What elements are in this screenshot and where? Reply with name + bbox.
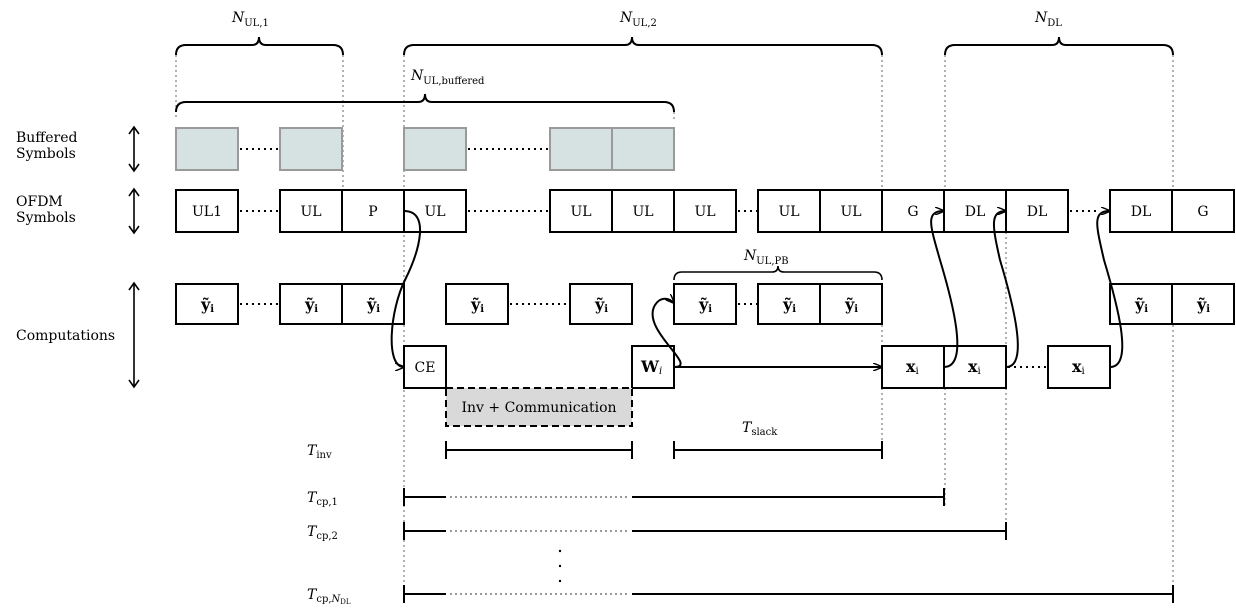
- t-cpN-label: Tcp,NDL: [307, 587, 351, 606]
- ofdm-symbol-box: [819, 189, 883, 233]
- ofdm-symbol-label: DL: [1027, 204, 1048, 220]
- y-label: ỹi: [366, 295, 380, 315]
- x2-to-dl-arrow: [992, 211, 1019, 368]
- label-n-ul2: NUL,2: [619, 10, 657, 29]
- double-arrow-icon: [128, 187, 140, 235]
- ofdm-symbol-label: UL: [300, 204, 321, 220]
- y-box: [819, 283, 883, 325]
- buffered-symbol: [549, 127, 613, 171]
- t-cp1-label: Tcp,1: [307, 490, 338, 508]
- top-braces: [175, 36, 1174, 281]
- y-boxes: [175, 283, 1235, 325]
- ofdm-symbol-label: G: [1197, 204, 1208, 220]
- t-slack-bar: [673, 441, 883, 459]
- row-label-computations: Computations: [16, 328, 115, 344]
- y-box: [175, 283, 239, 325]
- x-label: xi: [968, 357, 981, 377]
- ofdm-symbol-labels: UL1 UL P UL UL UL UL UL UL G DL DL DL G: [192, 204, 1209, 220]
- double-arrow-icon: [128, 125, 140, 173]
- inv-communication-label: Inv + Communication: [461, 400, 616, 416]
- t-inv-bar: [445, 441, 633, 459]
- y-box: [673, 283, 737, 325]
- y-label: ỹi: [594, 295, 608, 315]
- w-box: [631, 345, 675, 389]
- y-box: [569, 283, 633, 325]
- ofdm-symbols-row: [175, 189, 1235, 233]
- p-to-ce-arrow: [390, 210, 421, 367]
- y-label: ỹi: [844, 295, 858, 315]
- ofdm-symbol-label: UL: [424, 204, 445, 220]
- ofdm-symbol-label: UL: [570, 204, 591, 220]
- buffered-symbol: [611, 127, 675, 171]
- label-n-ul-pb: NUL,PB: [743, 248, 789, 267]
- w-label: Wi: [640, 357, 662, 377]
- y-box: [445, 283, 509, 325]
- ofdm-symbol-label: P: [368, 204, 377, 220]
- row-label-ofdm: OFDM Symbols: [16, 194, 76, 226]
- ofdm-symbol-box: [1171, 189, 1235, 233]
- buffered-symbol: [403, 127, 467, 171]
- ofdm-symbol-box: [403, 189, 467, 233]
- t-cp2-bar: [403, 522, 1007, 540]
- y-box: [1171, 283, 1235, 325]
- w-to-y-arrow: [651, 299, 682, 368]
- y-box-labels: ỹi ỹi ỹi ỹi ỹi ỹi ỹi ỹi ỹi ỹi: [200, 295, 1210, 315]
- brace-n-dl: [944, 36, 1174, 56]
- row-label-buffered: Buffered Symbols: [16, 130, 82, 162]
- brace-n-ul1: [175, 36, 344, 56]
- inv-communication-box: [445, 387, 633, 427]
- brace-n-ul-buffered: [175, 93, 675, 113]
- y-label: ỹi: [1134, 295, 1148, 315]
- y-box: [757, 283, 821, 325]
- ofdm-symbol-label: UL: [694, 204, 715, 220]
- vertical-ellipsis: [558, 549, 562, 583]
- timing-bars: [403, 441, 1174, 603]
- brace-n-ul2: [403, 36, 883, 56]
- ofdm-symbol-label: UL1: [192, 204, 222, 220]
- buffered-symbol: [279, 127, 343, 171]
- ofdm-symbol-box: [1005, 189, 1069, 233]
- y-label: ỹi: [698, 295, 712, 315]
- ofdm-symbol-box: [341, 189, 405, 233]
- y-label: ỹi: [304, 295, 318, 315]
- buffered-symbols-row: [175, 127, 675, 171]
- y-label: ỹi: [200, 295, 214, 315]
- x3-to-dl-arrow: [1096, 211, 1124, 368]
- ofdm-symbol-box: [549, 189, 613, 233]
- y-box: [1109, 283, 1173, 325]
- ofdm-symbol-box: [175, 189, 239, 233]
- brace-n-ul-pb: [673, 265, 883, 281]
- ofdm-symbol-label: UL: [840, 204, 861, 220]
- label-n-ul1: NUL,1: [231, 10, 269, 29]
- t-cp2-label: Tcp,2: [307, 524, 338, 542]
- label-n-dl: NDL: [1034, 10, 1062, 29]
- x-label: xi: [906, 357, 919, 377]
- x-label: xi: [1072, 357, 1085, 377]
- buffered-symbol: [175, 127, 239, 171]
- ofdm-symbol-box: [673, 189, 737, 233]
- y-label: ỹi: [1196, 295, 1210, 315]
- ofdm-symbol-label: UL: [632, 204, 653, 220]
- t-slack-label: Tslack: [742, 420, 778, 438]
- ofdm-symbol-label: DL: [1131, 204, 1152, 220]
- ofdm-symbol-label: UL: [778, 204, 799, 220]
- x-box: [1047, 345, 1111, 389]
- x1-to-dl-arrow: [930, 211, 959, 368]
- t-inv-label: Tinv: [307, 443, 332, 461]
- row-arrows: [128, 125, 140, 389]
- ce-label: CE: [415, 360, 436, 376]
- ofdm-symbol-label: G: [907, 204, 918, 220]
- y-label: ỹi: [782, 295, 796, 315]
- y-label: ỹi: [470, 295, 484, 315]
- flow-arrows: [390, 210, 1124, 368]
- label-n-ul-buffered: NUL,buffered: [410, 68, 485, 87]
- x-box: [943, 345, 1007, 389]
- t-cp1-bar: [403, 488, 945, 506]
- ofdm-symbol-label: DL: [965, 204, 986, 220]
- double-arrow-icon: [128, 281, 140, 389]
- computation-boxes: [403, 345, 1111, 389]
- t-cpN-bar: [403, 585, 1174, 603]
